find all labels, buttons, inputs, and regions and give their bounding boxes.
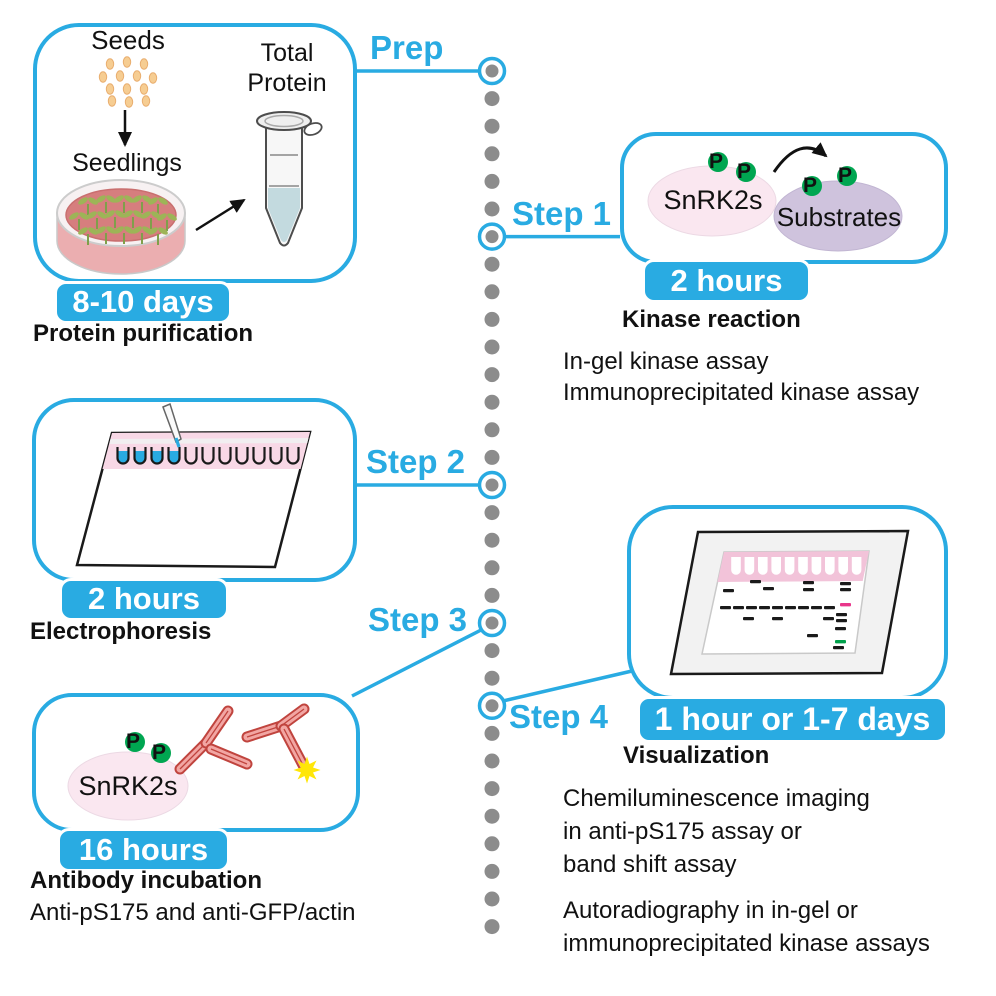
visualization-box [627, 505, 948, 700]
duration-badge-step1: 2 hours [642, 259, 811, 303]
title-kinase-reaction: Kinase reaction [622, 306, 801, 333]
snrk2s-label: SnRK2s [663, 185, 763, 215]
duration-badge-step4: 1 hour or 1-7 days [637, 696, 948, 743]
title-protein-purification: Protein purification [33, 320, 254, 347]
duration-badge-step3: 16 hours [57, 828, 230, 872]
substrates-label: Substrates [776, 202, 902, 232]
duration-badge-step2: 2 hours [59, 578, 229, 621]
total-protein-label: Total Protein [247, 39, 327, 97]
antibody-incubation-note: Anti-pS175 and anti-GFP/actin [30, 899, 356, 926]
note-line: Autoradiography in in-gel or [563, 897, 858, 924]
visualization-notes-2: Autoradiography in in-gel or immunopreci… [563, 894, 930, 960]
note-line: in anti-pS175 assay or [563, 818, 802, 845]
seeds-label: Seeds [91, 25, 165, 55]
seedlings-label: Seedlings [72, 149, 182, 177]
step4-connector [502, 669, 633, 703]
visualization-notes-1: Chemiluminescence imaging in anti-pS175 … [563, 782, 870, 881]
note-line: Immunoprecipitated kinase assay [563, 379, 920, 406]
note-line: In-gel kinase assay [563, 348, 769, 375]
step-label-prep: Prep [370, 29, 444, 66]
electrophoresis-box [32, 398, 357, 582]
kinase-reaction-notes: In-gel kinase assay Immunoprecipitated k… [563, 346, 919, 408]
antibody-incubation-box [32, 693, 360, 832]
step-label-2: Step 2 [366, 443, 466, 480]
title-electrophoresis: Electrophoresis [30, 618, 212, 645]
title-antibody-incubation: Antibody incubation [30, 867, 262, 894]
step-label-3: Step 3 [368, 601, 468, 638]
step3-connector [351, 627, 484, 698]
step-label-1: Step 1 [512, 195, 612, 232]
note-line: band shift assay [563, 851, 737, 878]
timeline-dots [477, 56, 507, 935]
note-line: Chemiluminescence imaging [563, 785, 870, 812]
duration-badge-prep: 8-10 days [54, 281, 232, 324]
title-visualization: Visualization [623, 742, 770, 769]
note-line: immunoprecipitated kinase assays [563, 930, 930, 957]
snrk2s-label-2: SnRK2s [78, 771, 178, 801]
step-label-4: Step 4 [509, 698, 609, 735]
